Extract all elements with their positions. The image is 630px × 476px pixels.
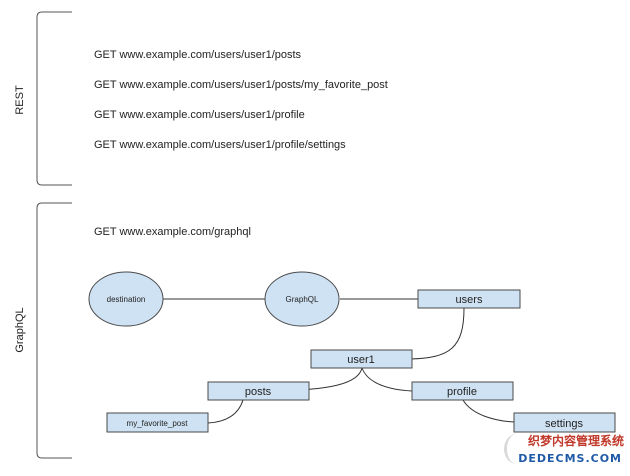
node-posts-label: posts bbox=[245, 386, 272, 398]
edge-user1-profile bbox=[361, 367, 413, 392]
rest-bracket bbox=[36, 11, 72, 186]
graphql-bracket bbox=[36, 202, 72, 459]
node-users bbox=[417, 289, 521, 309]
node-settings-label: settings bbox=[545, 418, 583, 430]
node-my-favorite-post-label: my_favorite_post bbox=[127, 419, 189, 428]
watermark-line-1: 织梦内容管理系统 bbox=[527, 434, 624, 448]
rest-request-2: GET www.example.com/users/user1/posts/my… bbox=[94, 79, 388, 91]
node-profile bbox=[411, 381, 514, 401]
graphql-request: GET www.example.com/graphql bbox=[94, 226, 251, 238]
rest-label: REST bbox=[14, 85, 26, 115]
rest-request-1: GET www.example.com/users/user1/posts bbox=[94, 49, 302, 61]
edge-users-user1 bbox=[409, 307, 465, 360]
node-profile-label: profile bbox=[447, 386, 477, 398]
node-my-favorite-post bbox=[106, 412, 209, 433]
node-users-label: users bbox=[456, 294, 483, 306]
node-destination bbox=[88, 271, 164, 327]
node-user1 bbox=[310, 349, 413, 369]
node-user1-label: user1 bbox=[347, 354, 375, 366]
node-graphql-label: GraphQL bbox=[286, 295, 319, 304]
rest-request-3: GET www.example.com/users/user1/profile bbox=[94, 109, 305, 121]
watermark-arc-icon bbox=[504, 434, 529, 464]
node-destination-label: destination bbox=[107, 295, 146, 304]
node-graphql bbox=[264, 271, 340, 327]
rest-request-4: GET www.example.com/users/user1/profile/… bbox=[94, 139, 346, 151]
watermark-line-2: DEDECMS.COM bbox=[518, 452, 622, 465]
node-settings bbox=[513, 412, 616, 433]
watermark: 织梦内容管理系统 DEDECMS.COM bbox=[504, 432, 624, 472]
graphql-label: GraphQL bbox=[14, 307, 26, 352]
node-posts bbox=[207, 381, 310, 401]
edge-profile-settings bbox=[462, 399, 515, 423]
edge-posts-favorite bbox=[207, 399, 244, 424]
